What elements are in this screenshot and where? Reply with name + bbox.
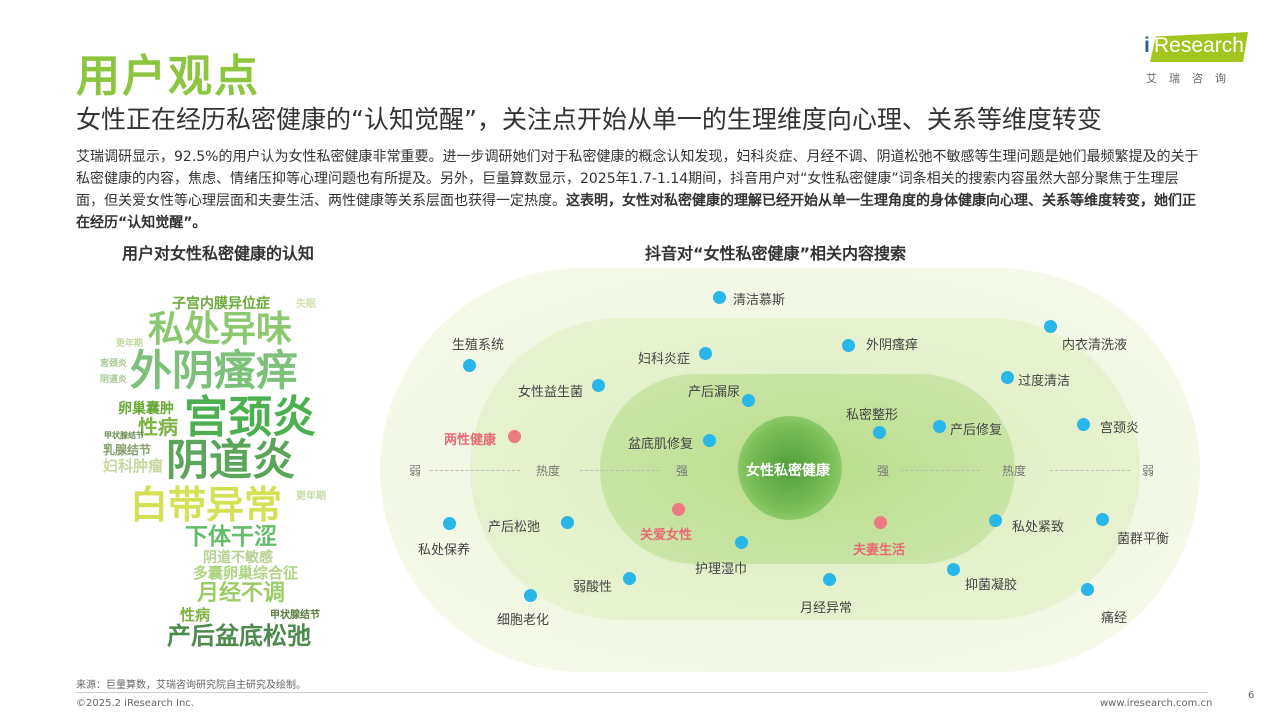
diagram-point-label: 弱酸性 xyxy=(573,580,613,595)
diagram-point-label: 宫颈炎 xyxy=(1100,421,1140,436)
word-cloud: 子宫内膜异位症私处异味外阴瘙痒卵巢囊肿宫颈炎性病阴道炎乳腺结节妇科肿瘤白带异常下… xyxy=(60,260,360,660)
word-cloud-word: 性病 xyxy=(138,415,178,439)
body-text-bold: 这表明，女性对私密健康的理解已经开始从单一生理角度的身体健康向心理、关系等维度转… xyxy=(76,193,1196,231)
word-cloud-word: 阴道炎 xyxy=(166,436,295,486)
diagram-point-label: 产后漏尿 xyxy=(688,385,741,400)
diagram-point-label: 细胞老化 xyxy=(497,613,550,628)
word-cloud-word: 子宫内膜异位症 xyxy=(172,296,270,312)
logo-cn-text: 艾瑞咨询 xyxy=(1146,72,1238,85)
page-subtitle: 女性正在经历私密健康的“认知觉醒”，关注点开始从单一的生理维度向心理、关系等维度… xyxy=(76,105,1102,134)
word-cloud-word: 性病 xyxy=(180,606,211,624)
diagram-point xyxy=(561,516,574,529)
word-cloud-word: 更年期 xyxy=(296,491,326,502)
diagram-point xyxy=(823,573,836,586)
diagram-point xyxy=(592,379,605,392)
word-cloud-word: 更年期 xyxy=(116,339,144,349)
word-cloud-word: 产后盆底松弛 xyxy=(167,622,311,650)
left-section-title: 用户对女性私密健康的认知 xyxy=(122,244,315,263)
word-cloud-word: 白带异常 xyxy=(130,483,283,527)
page-title: 用户观点 xyxy=(76,51,260,102)
diagram-center-label: 女性私密健康 xyxy=(746,463,830,479)
axis-weak-right: 弱 xyxy=(1142,464,1155,478)
axis-heat-right: 热度 xyxy=(1002,464,1027,478)
word-cloud-word: 下体干涩 xyxy=(185,524,277,550)
diagram-point-label: 盆底肌修复 xyxy=(628,437,694,452)
word-cloud-word: 卵巢囊肿 xyxy=(118,401,174,417)
word-cloud-word: 阴道不敏感 xyxy=(203,550,273,566)
axis-strong-right: 强 xyxy=(877,464,890,478)
diagram-point-label: 妇科炎症 xyxy=(638,352,691,367)
diagram-point-label: 抑菌凝胶 xyxy=(965,578,1018,593)
word-cloud-word: 妇科肿瘤 xyxy=(103,457,164,475)
word-cloud-word: 私处异味 xyxy=(148,309,293,350)
body-text-normal: 艾瑞调研显示，92.5%的用户认为女性私密健康非常重要。进一步调研她们对于私密健… xyxy=(76,149,1199,209)
word-cloud-word: 外阴瘙痒 xyxy=(130,346,299,395)
diagram-point-label: 菌群平衡 xyxy=(1117,532,1170,547)
diagram-point-label: 私处保养 xyxy=(418,543,471,558)
diagram-point xyxy=(443,517,456,530)
diagram-point xyxy=(873,426,886,439)
copyright: ©2025.2 iResearch Inc. xyxy=(76,698,194,709)
diagram-point xyxy=(672,503,685,516)
diagram-point xyxy=(713,291,726,304)
diagram-point-label: 私密整形 xyxy=(846,408,899,423)
diagram-point-label: 私处紧致 xyxy=(1012,520,1065,535)
diagram-point xyxy=(1001,371,1014,384)
diagram-point xyxy=(699,347,712,360)
diagram-point-label: 女性益生菌 xyxy=(518,385,584,400)
word-cloud-word: 多囊卵巢综合征 xyxy=(193,564,299,582)
diagram-point-label: 月经异常 xyxy=(800,601,853,616)
diagram-point xyxy=(1077,418,1090,431)
diagram-point xyxy=(463,359,476,372)
diagram-point xyxy=(989,514,1002,527)
word-cloud-word: 宫颈炎 xyxy=(184,392,316,443)
source-note: 来源：巨量算数，艾瑞咨询研究院自主研究及绘制。 xyxy=(76,680,306,691)
page-number: 6 xyxy=(1248,690,1255,701)
diagram-point-label: 护理湿巾 xyxy=(695,562,748,577)
diagram-point xyxy=(735,536,748,549)
right-section-title: 抖音对“女性私密健康”相关内容搜索 xyxy=(645,244,907,263)
word-cloud-word: 阴道炎 xyxy=(100,375,128,385)
word-cloud-word: 甲状腺结节 xyxy=(270,610,320,621)
diagram-point-label: 产后修复 xyxy=(950,423,1003,438)
diagram-point xyxy=(703,434,716,447)
diagram-point xyxy=(947,563,960,576)
diagram-point xyxy=(1096,513,1109,526)
diagram-point xyxy=(508,430,521,443)
diagram-point xyxy=(874,516,887,529)
diagram-point xyxy=(933,420,946,433)
website: www.iresearch.com.cn xyxy=(1100,698,1213,709)
word-cloud-word: 甲状腺结节 xyxy=(104,431,144,440)
diagram-point-label: 关爱女性 xyxy=(640,528,693,543)
diagram-point xyxy=(623,572,636,585)
diagram-point xyxy=(742,394,755,407)
diagram-point xyxy=(1044,320,1057,333)
diagram-point-label: 夫妻生活 xyxy=(853,543,906,558)
axis-strong-left: 强 xyxy=(676,464,689,478)
word-cloud-word: 宫颈炎 xyxy=(100,359,128,369)
body-text: 艾瑞调研显示，92.5%的用户认为女性私密健康非常重要。进一步调研她们对于私密健… xyxy=(76,146,1206,234)
diagram-point-label: 过度清洁 xyxy=(1018,374,1071,389)
diagram-point-label: 生殖系统 xyxy=(452,338,505,353)
diagram-point xyxy=(842,339,855,352)
diagram-point xyxy=(1081,583,1094,596)
diagram-point xyxy=(524,589,537,602)
axis-weak-left: 弱 xyxy=(409,464,422,478)
word-cloud-word: 乳腺结节 xyxy=(103,443,152,457)
diagram-point-label: 清洁慕斯 xyxy=(733,293,786,308)
diagram-point-label: 痛经 xyxy=(1101,611,1128,626)
diagram-point-label: 产后松弛 xyxy=(488,520,541,535)
word-cloud-word: 月经不调 xyxy=(197,581,286,606)
diagram-point-label: 内衣清洗液 xyxy=(1062,338,1128,353)
diagram-point-label: 外阴瘙痒 xyxy=(866,338,919,353)
diagram-point-label: 两性健康 xyxy=(444,433,497,448)
word-cloud-word: 失眠 xyxy=(296,299,316,310)
axis-heat-left: 热度 xyxy=(536,464,561,478)
